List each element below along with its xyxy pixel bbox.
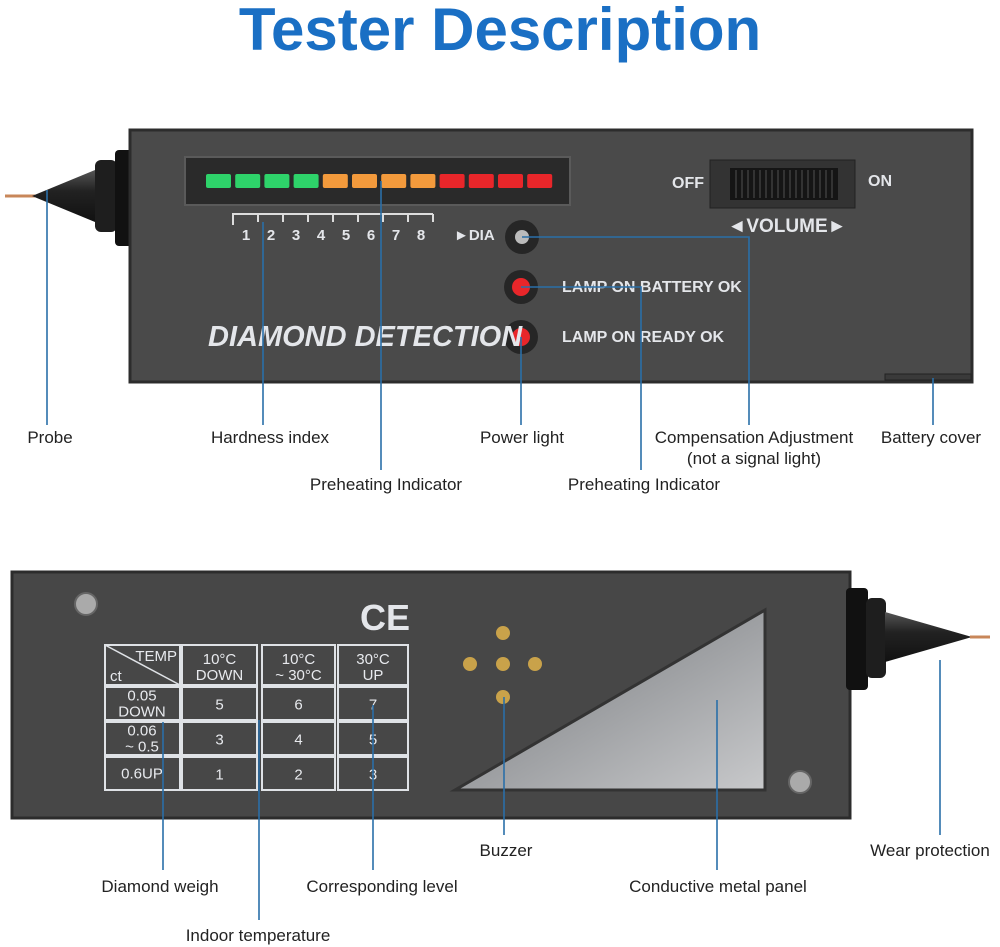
led-orange [322, 174, 348, 188]
callout-power-light: Power light [480, 428, 564, 447]
led-green [206, 174, 231, 188]
callout-wear-protection: Wear protection [870, 841, 990, 860]
volume-label: ◄VOLUME► [728, 216, 847, 237]
table-cell [181, 644, 258, 686]
scale-number: 1 [242, 227, 250, 244]
callout-preheating-indicator-2: Preheating Indicator [568, 475, 720, 494]
callout-indoor-temperature: Indoor temperature [186, 926, 331, 945]
corner-ct: ct [110, 668, 123, 685]
scale-end-label: ►DIA [454, 227, 495, 244]
screw-icon [74, 592, 98, 616]
table-cell [261, 721, 336, 756]
callout-corresponding-level: Corresponding level [306, 877, 457, 896]
table-cell [104, 686, 181, 721]
brand-text: DIAMOND DETECTION [208, 321, 523, 353]
table-cell [261, 644, 336, 686]
buzzer-hole [496, 626, 510, 640]
scale-number: 5 [342, 227, 350, 244]
callout-diamond-weigh: Diamond weigh [101, 877, 218, 896]
row-weight: ~ 0.5 [125, 739, 159, 756]
led-orange [381, 174, 407, 188]
callout-battery-cover: Battery cover [881, 428, 981, 447]
table-value: 4 [294, 732, 302, 749]
led-green [293, 174, 319, 188]
scale-number: 2 [267, 227, 275, 244]
table-cell [337, 644, 409, 686]
table-header: UP [363, 667, 384, 684]
lamp-ready-label: LAMP ON READY OK [562, 329, 725, 346]
scale-number: 4 [317, 227, 326, 244]
table-cell [261, 686, 336, 721]
led-red [498, 174, 523, 188]
buzzer-hole [528, 657, 542, 671]
callout-buzzer: Buzzer [480, 841, 533, 860]
corner-temp: TEMP [135, 648, 177, 665]
switch-on-label: ON [868, 173, 892, 190]
row-weight: 0.6UP [121, 766, 163, 783]
table-header: 10°C [282, 651, 316, 668]
row-weight: 0.05 [127, 688, 156, 705]
callout-hardness-index: Hardness index [211, 428, 330, 447]
table-header: DOWN [196, 667, 244, 684]
led-red [527, 174, 553, 188]
table-header: 30°C [356, 651, 390, 668]
row-weight: 0.06 [127, 723, 156, 740]
bottom-callout-lines [162, 660, 941, 920]
scale-number: 3 [292, 227, 300, 244]
led-green [235, 174, 261, 188]
led-red [468, 174, 494, 188]
table-value: 3 [215, 732, 223, 749]
callout-conductive-metal-panel: Conductive metal panel [629, 877, 807, 896]
led-bar [206, 174, 553, 188]
probe-tip [32, 170, 95, 222]
table-cell [181, 686, 258, 721]
buzzer-hole [496, 657, 510, 671]
callout-compensation-note: (not a signal light) [687, 449, 821, 468]
probe-tip-right [885, 612, 972, 662]
scale-number: 7 [392, 227, 400, 244]
ce-mark: CE [360, 597, 410, 638]
top-callout-lines [46, 181, 934, 470]
led-orange [352, 174, 377, 188]
battery-cover [884, 373, 972, 381]
page-title: Tester Description [239, 0, 761, 63]
switch-off-label: OFF [672, 175, 704, 192]
table-cell [181, 721, 258, 756]
table-cell [104, 644, 181, 686]
table-value: 5 [215, 697, 223, 714]
table-cell [104, 721, 181, 756]
callout-compensation: Compensation Adjustment [655, 428, 854, 447]
row-weight: DOWN [118, 704, 166, 721]
table-cell [181, 756, 258, 791]
buzzer-dots [463, 626, 542, 704]
table-value: 6 [294, 697, 302, 714]
conductive-metal-panel [449, 607, 767, 792]
screw-icon [788, 770, 812, 794]
table-cell [104, 756, 181, 791]
table-diagonal [104, 644, 181, 686]
led-red [439, 174, 465, 188]
callout-probe: Probe [27, 428, 72, 447]
callout-preheating-indicator: Preheating Indicator [310, 475, 462, 494]
table-value: 1 [215, 767, 223, 784]
table-value: 2 [294, 767, 302, 784]
buzzer-hole [496, 690, 510, 704]
led-orange [410, 174, 436, 188]
scale-number: 6 [367, 227, 375, 244]
table-cell [261, 756, 336, 791]
scale-number: 8 [417, 227, 425, 244]
table-header: ~ 30°C [275, 667, 322, 684]
buzzer-hole [463, 657, 477, 671]
table-header: 10°C [203, 651, 237, 668]
lamp-battery-label: LAMP ON BATTERY OK [562, 279, 742, 296]
led-green [264, 174, 290, 188]
